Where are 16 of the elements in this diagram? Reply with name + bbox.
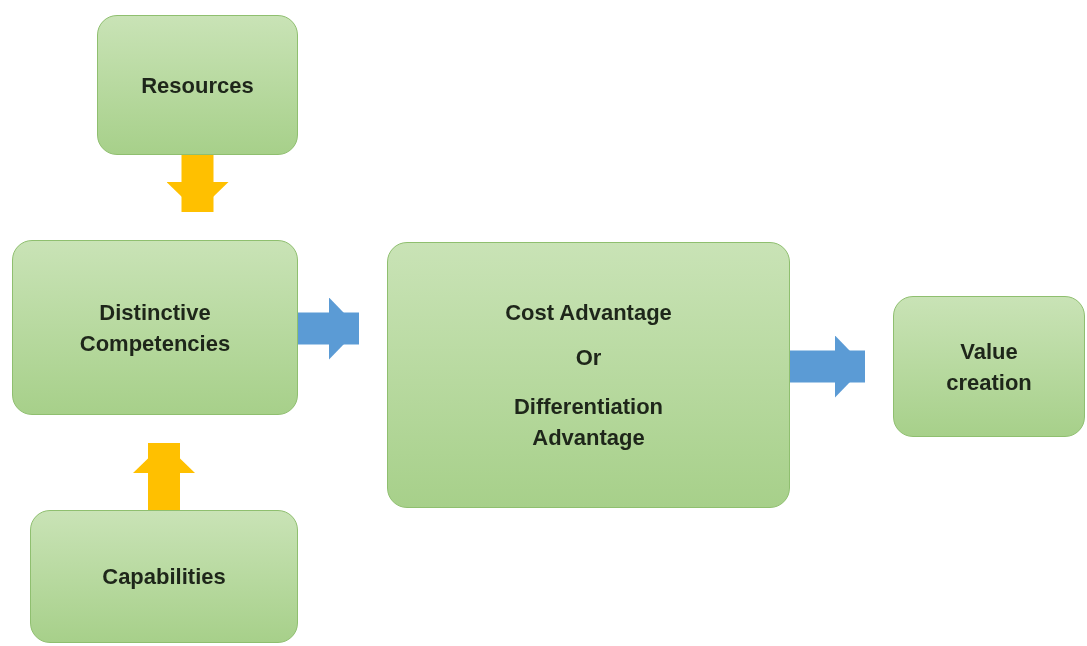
process-box — [12, 240, 298, 415]
process-box — [97, 15, 298, 155]
box-label: Value creation — [945, 337, 1033, 397]
box-label: Resources — [141, 71, 254, 100]
box-label: Cost Advantage — [505, 299, 672, 327]
process-box — [893, 296, 1085, 437]
box-label: Distinctive Competencies — [78, 298, 232, 358]
block-arrow — [133, 443, 195, 510]
box-label: Or — [575, 344, 602, 372]
box-label: Capabilities — [102, 563, 226, 591]
process-box — [387, 242, 790, 508]
block-arrow — [166, 155, 229, 212]
box-label: Differentiation Advantage — [512, 393, 665, 452]
process-box — [30, 510, 298, 643]
block-arrow — [790, 335, 865, 398]
block-arrow — [298, 297, 359, 360]
